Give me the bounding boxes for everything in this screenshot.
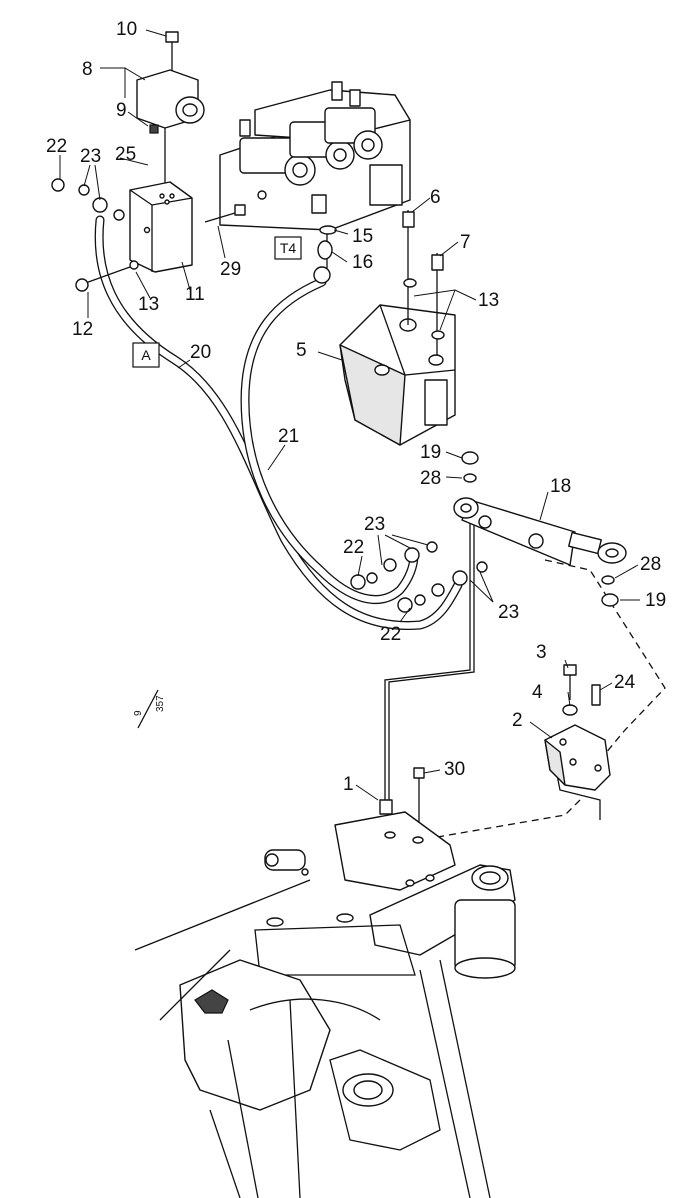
swing-frame <box>159 811 516 1198</box>
callout-9: 9 <box>116 100 127 121</box>
callout-22c: 22 <box>380 624 401 645</box>
valve-bank <box>219 81 411 268</box>
page-reference: 9 357 <box>133 689 166 729</box>
callout-1: 1 <box>343 774 354 795</box>
callout-2: 2 <box>512 710 523 731</box>
callout-13a: 13 <box>138 294 159 315</box>
pipe-vertical <box>384 500 471 810</box>
boxed-label-a: A <box>132 342 160 368</box>
callout-18: 18 <box>550 476 571 497</box>
callout-5: 5 <box>296 340 307 361</box>
callout-19a: 19 <box>420 442 441 463</box>
boxed-label-t4-text: T4 <box>280 240 297 256</box>
callout-22b: 22 <box>343 537 364 558</box>
callout-6: 6 <box>430 187 441 208</box>
cable-long <box>134 879 311 951</box>
callout-4: 4 <box>532 682 543 703</box>
fittings-15-16 <box>313 225 337 284</box>
boxed-label-t4: T4 <box>274 236 302 260</box>
callout-28b: 28 <box>640 554 661 575</box>
page-reference-top: 9 <box>133 710 144 716</box>
callout-15: 15 <box>352 226 373 247</box>
callout-23a: 23 <box>80 146 101 167</box>
callout-24: 24 <box>614 672 636 693</box>
callout-13b: 13 <box>478 290 499 311</box>
callouts: 10 8 9 22 23 25 11 12 13 29 15 16 6 7 13… <box>46 19 666 795</box>
callout-23b: 23 <box>364 514 385 535</box>
fittings-left <box>51 178 246 292</box>
callout-7: 7 <box>460 232 471 253</box>
callout-19b: 19 <box>645 590 666 611</box>
callout-21: 21 <box>278 426 299 447</box>
callout-11: 11 <box>185 284 205 305</box>
callout-16: 16 <box>352 252 373 273</box>
callout-28a: 28 <box>420 468 441 489</box>
dashed-route-right <box>544 559 666 761</box>
valve-block-11 <box>129 181 193 273</box>
cylinder-18 <box>453 451 627 607</box>
dashed-route-bottom <box>419 799 581 841</box>
bracket-5 <box>339 210 456 446</box>
callout-20: 20 <box>190 342 211 363</box>
page-reference-bottom: 357 <box>155 695 166 712</box>
solenoid-8 <box>136 31 205 190</box>
fittings-right <box>350 541 488 613</box>
leader-lines <box>59 29 640 801</box>
callout-23c: 23 <box>498 602 519 623</box>
callout-30: 30 <box>444 759 465 780</box>
callout-8: 8 <box>82 59 93 80</box>
callout-25: 25 <box>115 144 136 165</box>
pipe-vertical-b <box>388 500 475 810</box>
callout-3: 3 <box>536 642 547 663</box>
callout-12: 12 <box>72 319 93 340</box>
callout-22a: 22 <box>46 136 67 157</box>
mount-plate-2 <box>544 664 611 791</box>
callout-29: 29 <box>220 259 241 280</box>
hose-21 <box>240 277 419 605</box>
boxed-label-a-text: A <box>141 347 151 363</box>
callout-10: 10 <box>116 19 137 40</box>
